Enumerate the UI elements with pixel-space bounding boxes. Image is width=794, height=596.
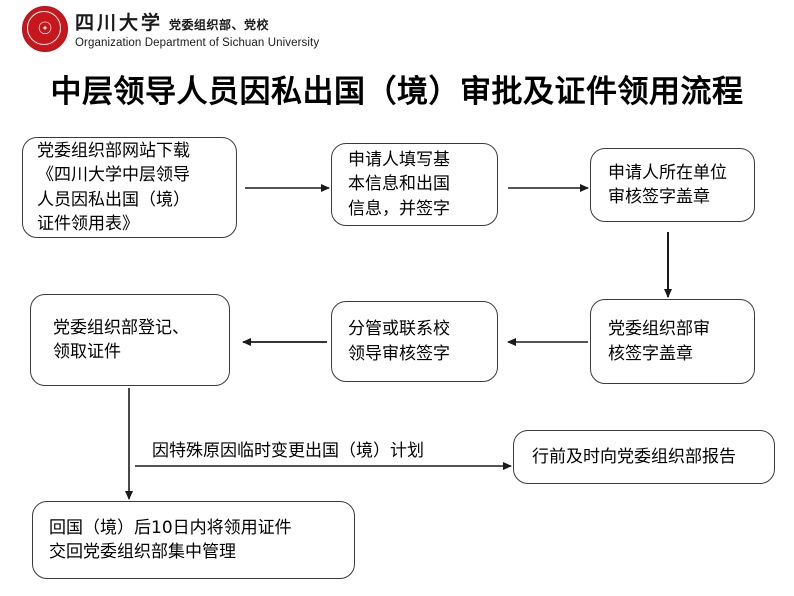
flow-node-register-collect-documents[interactable]: 党委组织部登记、 领取证件 xyxy=(30,294,230,386)
flow-node-return-documents[interactable]: 回国（境）后10日内将领用证件 交回党委组织部集中管理 xyxy=(32,501,355,579)
flow-node-unit-review-seal[interactable]: 申请人所在单位 审核签字盖章 xyxy=(590,148,755,222)
brand-university-name: 四川大学 xyxy=(75,12,164,34)
flow-node-label: 申请人填写基 本信息和出国 信息，并签字 xyxy=(348,150,450,219)
flow-edge-label-change-of-plan: 因特殊原因临时变更出国（境）计划 xyxy=(152,441,424,461)
flow-node-label: 党委组织部审 核签字盖章 xyxy=(608,319,710,364)
flow-node-label: 回国（境）后10日内将领用证件 交回党委组织部集中管理 xyxy=(49,517,292,562)
brand-line-primary: 四川大学 党委组织部、党校 xyxy=(75,8,319,35)
flow-node-report-before-departure[interactable]: 行前及时向党委组织部报告 xyxy=(513,430,775,484)
flow-node-label: 行前及时向党委组织部报告 xyxy=(532,446,736,467)
flow-node-party-committee-review-seal[interactable]: 党委组织部审 核签字盖章 xyxy=(590,299,755,384)
brand-text-block: 四川大学 党委组织部、党校 Organization Department of… xyxy=(75,6,319,49)
flow-node-school-leader-review[interactable]: 分管或联系校 领导审核签字 xyxy=(331,301,498,382)
page-title: 中层领导人员因私出国（境）审批及证件领用流程 xyxy=(50,74,744,110)
brand-header: ☉ 四川大学 党委组织部、党校 Organization Department … xyxy=(22,6,319,52)
sichuan-university-seal-icon: ☉ xyxy=(22,6,68,52)
flow-node-label: 党委组织部网站下载 《四川大学中层领导 人员因私出国（境） 证件领用表》 xyxy=(37,141,190,234)
flow-node-label: 分管或联系校 领导审核签字 xyxy=(348,319,450,364)
flow-node-download-form[interactable]: 党委组织部网站下载 《四川大学中层领导 人员因私出国（境） 证件领用表》 xyxy=(22,137,237,238)
flow-node-applicant-fill-form[interactable]: 申请人填写基 本信息和出国 信息，并签字 xyxy=(331,143,498,226)
flow-node-label: 党委组织部登记、 领取证件 xyxy=(53,317,189,362)
seal-glyph: ☉ xyxy=(37,18,53,39)
flow-node-label: 申请人所在单位 审核签字盖章 xyxy=(608,162,727,207)
brand-english-name: Organization Department of Sichuan Unive… xyxy=(75,37,320,49)
brand-department-name: 党委组织部、党校 xyxy=(169,18,270,32)
